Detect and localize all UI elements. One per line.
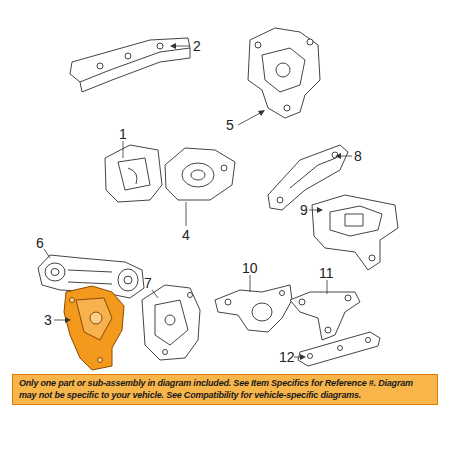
- callout-number: 6: [36, 236, 44, 250]
- callout-number: 9: [300, 203, 308, 217]
- torque-rod: [68, 270, 112, 284]
- callout-number: 10: [242, 261, 258, 275]
- bushing: [124, 276, 132, 284]
- arrowhead: [65, 317, 71, 323]
- leader-line: [250, 275, 251, 292]
- leader-line: [327, 280, 328, 294]
- bolt-hole: [299, 299, 305, 305]
- bracket-part: [80, 48, 190, 92]
- highlighted-part: [64, 286, 124, 370]
- mount-bracket: [155, 300, 188, 345]
- engine-mount: [105, 145, 162, 202]
- bushing: [182, 163, 214, 187]
- bolt-hole: [338, 346, 343, 351]
- bushing: [118, 269, 138, 291]
- bushing: [252, 303, 272, 321]
- leader-line: [44, 249, 50, 258]
- callout-number: 4: [182, 228, 190, 242]
- bushing: [191, 170, 205, 180]
- engine-mount: [118, 158, 150, 190]
- leader-lines: [44, 46, 352, 357]
- bolt-hole: [157, 43, 163, 49]
- bolt-hole: [366, 338, 371, 343]
- bushing: [51, 269, 59, 276]
- highlighted-part: [76, 298, 112, 340]
- bolt-hole: [277, 197, 283, 203]
- bushing: [345, 214, 363, 226]
- bushing: [45, 263, 65, 281]
- bolt-hole: [188, 293, 193, 298]
- arrowhead: [335, 153, 341, 159]
- highlighted-part: [64, 286, 124, 370]
- leader-line: [152, 290, 158, 298]
- bolt-hole: [284, 105, 290, 111]
- leader-line: [238, 112, 262, 125]
- callout-number: 2: [193, 39, 201, 53]
- bolt-hole: [276, 63, 290, 77]
- disclaimer-band: Only one part or sub-assembly in diagram…: [12, 374, 438, 405]
- part-drawings: [38, 28, 398, 366]
- callout-number: 12: [279, 350, 295, 364]
- callout-number: 3: [44, 313, 52, 327]
- bolt-hole: [70, 298, 75, 303]
- bolt-hole: [308, 354, 313, 359]
- transmission-mount: [312, 195, 398, 270]
- plate-part: [298, 332, 380, 366]
- leader-line: [123, 141, 124, 158]
- arrowhead: [317, 207, 323, 213]
- bolt-hole: [165, 315, 175, 325]
- callout-number: 1: [119, 127, 127, 141]
- bolt-hole: [345, 295, 351, 301]
- engine-mount: [128, 168, 137, 184]
- bracket-part: [290, 158, 336, 188]
- engine-mount: [165, 148, 235, 200]
- mount-bracket: [248, 28, 320, 118]
- mount-bracket: [142, 285, 200, 360]
- transmission-mount: [330, 206, 382, 236]
- callout-number: 7: [144, 276, 152, 290]
- bolt-hole: [255, 42, 261, 48]
- bolt-hole: [97, 63, 103, 69]
- callout-number: 11: [319, 266, 334, 280]
- callout-number: 8: [354, 149, 362, 163]
- leader-line: [186, 202, 187, 226]
- bolt-hole: [225, 299, 231, 305]
- bolt-hole: [163, 350, 168, 355]
- bolt-hole: [98, 358, 103, 363]
- bolt-hole: [325, 327, 331, 333]
- arrowheads: [65, 43, 341, 360]
- bolt-hole: [125, 53, 131, 59]
- bolt-hole: [307, 39, 313, 45]
- bolt-hole: [280, 291, 285, 296]
- arrowhead: [170, 43, 176, 49]
- callout-number: 5: [226, 118, 234, 132]
- arrowhead: [300, 354, 306, 360]
- mount-bracket: [290, 292, 360, 340]
- bolt-hole: [369, 255, 375, 261]
- disclaimer-text: Only one part or sub-assembly in diagram…: [19, 378, 431, 401]
- mount-bracket: [262, 48, 305, 92]
- mount-bracket: [215, 285, 292, 332]
- bolt-hole: [90, 312, 102, 324]
- bolt-hole: [221, 165, 227, 171]
- arrowhead: [258, 110, 265, 116]
